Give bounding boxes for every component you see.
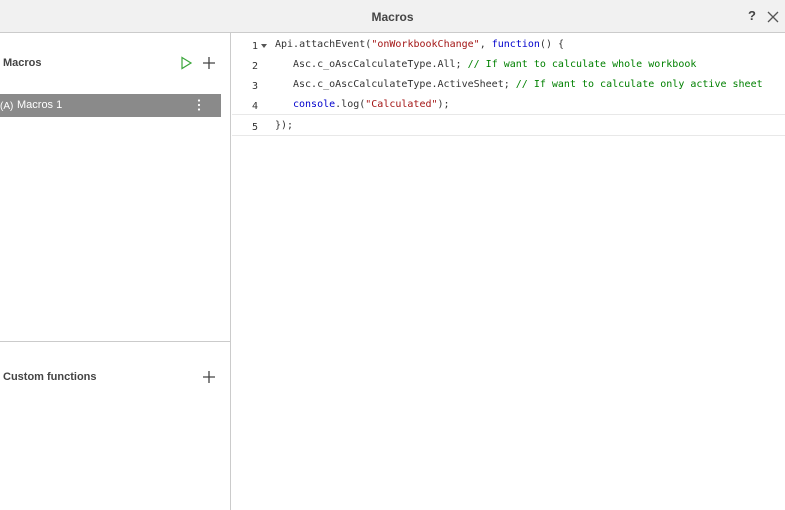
help-button[interactable]: ? (748, 8, 756, 23)
macro-name: Macros 1 (17, 99, 63, 111)
line-number: 3 (251, 81, 258, 92)
code-editor[interactable]: 1 Api.attachEvent("onWorkbookChange", fu… (232, 33, 785, 510)
line-number: 1 (251, 41, 258, 52)
more-options-icon[interactable] (196, 98, 202, 112)
code-line: 4 console.log("Calculated"); (232, 95, 785, 115)
code-line: 2 Asc.c_oAscCalculateType.All; // If wan… (232, 55, 785, 75)
run-macro-icon[interactable] (179, 56, 193, 70)
code-line: 1 Api.attachEvent("onWorkbookChange", fu… (232, 35, 785, 55)
line-number: 5 (251, 122, 258, 133)
macros-section-title: Macros (3, 57, 42, 69)
code-text: Api.attachEvent("onWorkbookChange", func… (275, 39, 565, 50)
close-icon[interactable] (766, 10, 780, 24)
add-function-icon[interactable] (202, 370, 216, 384)
autostart-badge: (A) (0, 101, 14, 112)
code-text: console.log("Calculated"); (293, 99, 450, 110)
line-number: 4 (251, 101, 258, 112)
line-number: 2 (251, 61, 258, 72)
code-line-active: 5 }); (232, 114, 785, 136)
code-text: Asc.c_oAscCalculateType.All; // If want … (293, 59, 697, 70)
custom-functions-section-title: Custom functions (3, 371, 97, 383)
window-title: Macros (371, 10, 414, 24)
code-text: }); (275, 120, 294, 131)
sidebar: Macros (A) Macros 1 Custom functions (0, 33, 231, 510)
window-titlebar: Macros ? (0, 0, 785, 33)
macro-item[interactable]: (A) Macros 1 (0, 94, 221, 117)
add-macro-icon[interactable] (202, 56, 216, 70)
fold-arrow-icon[interactable] (261, 44, 267, 48)
section-divider (0, 341, 231, 342)
code-line: 3 Asc.c_oAscCalculateType.ActiveSheet; /… (232, 75, 785, 95)
code-text: Asc.c_oAscCalculateType.ActiveSheet; // … (293, 79, 763, 90)
